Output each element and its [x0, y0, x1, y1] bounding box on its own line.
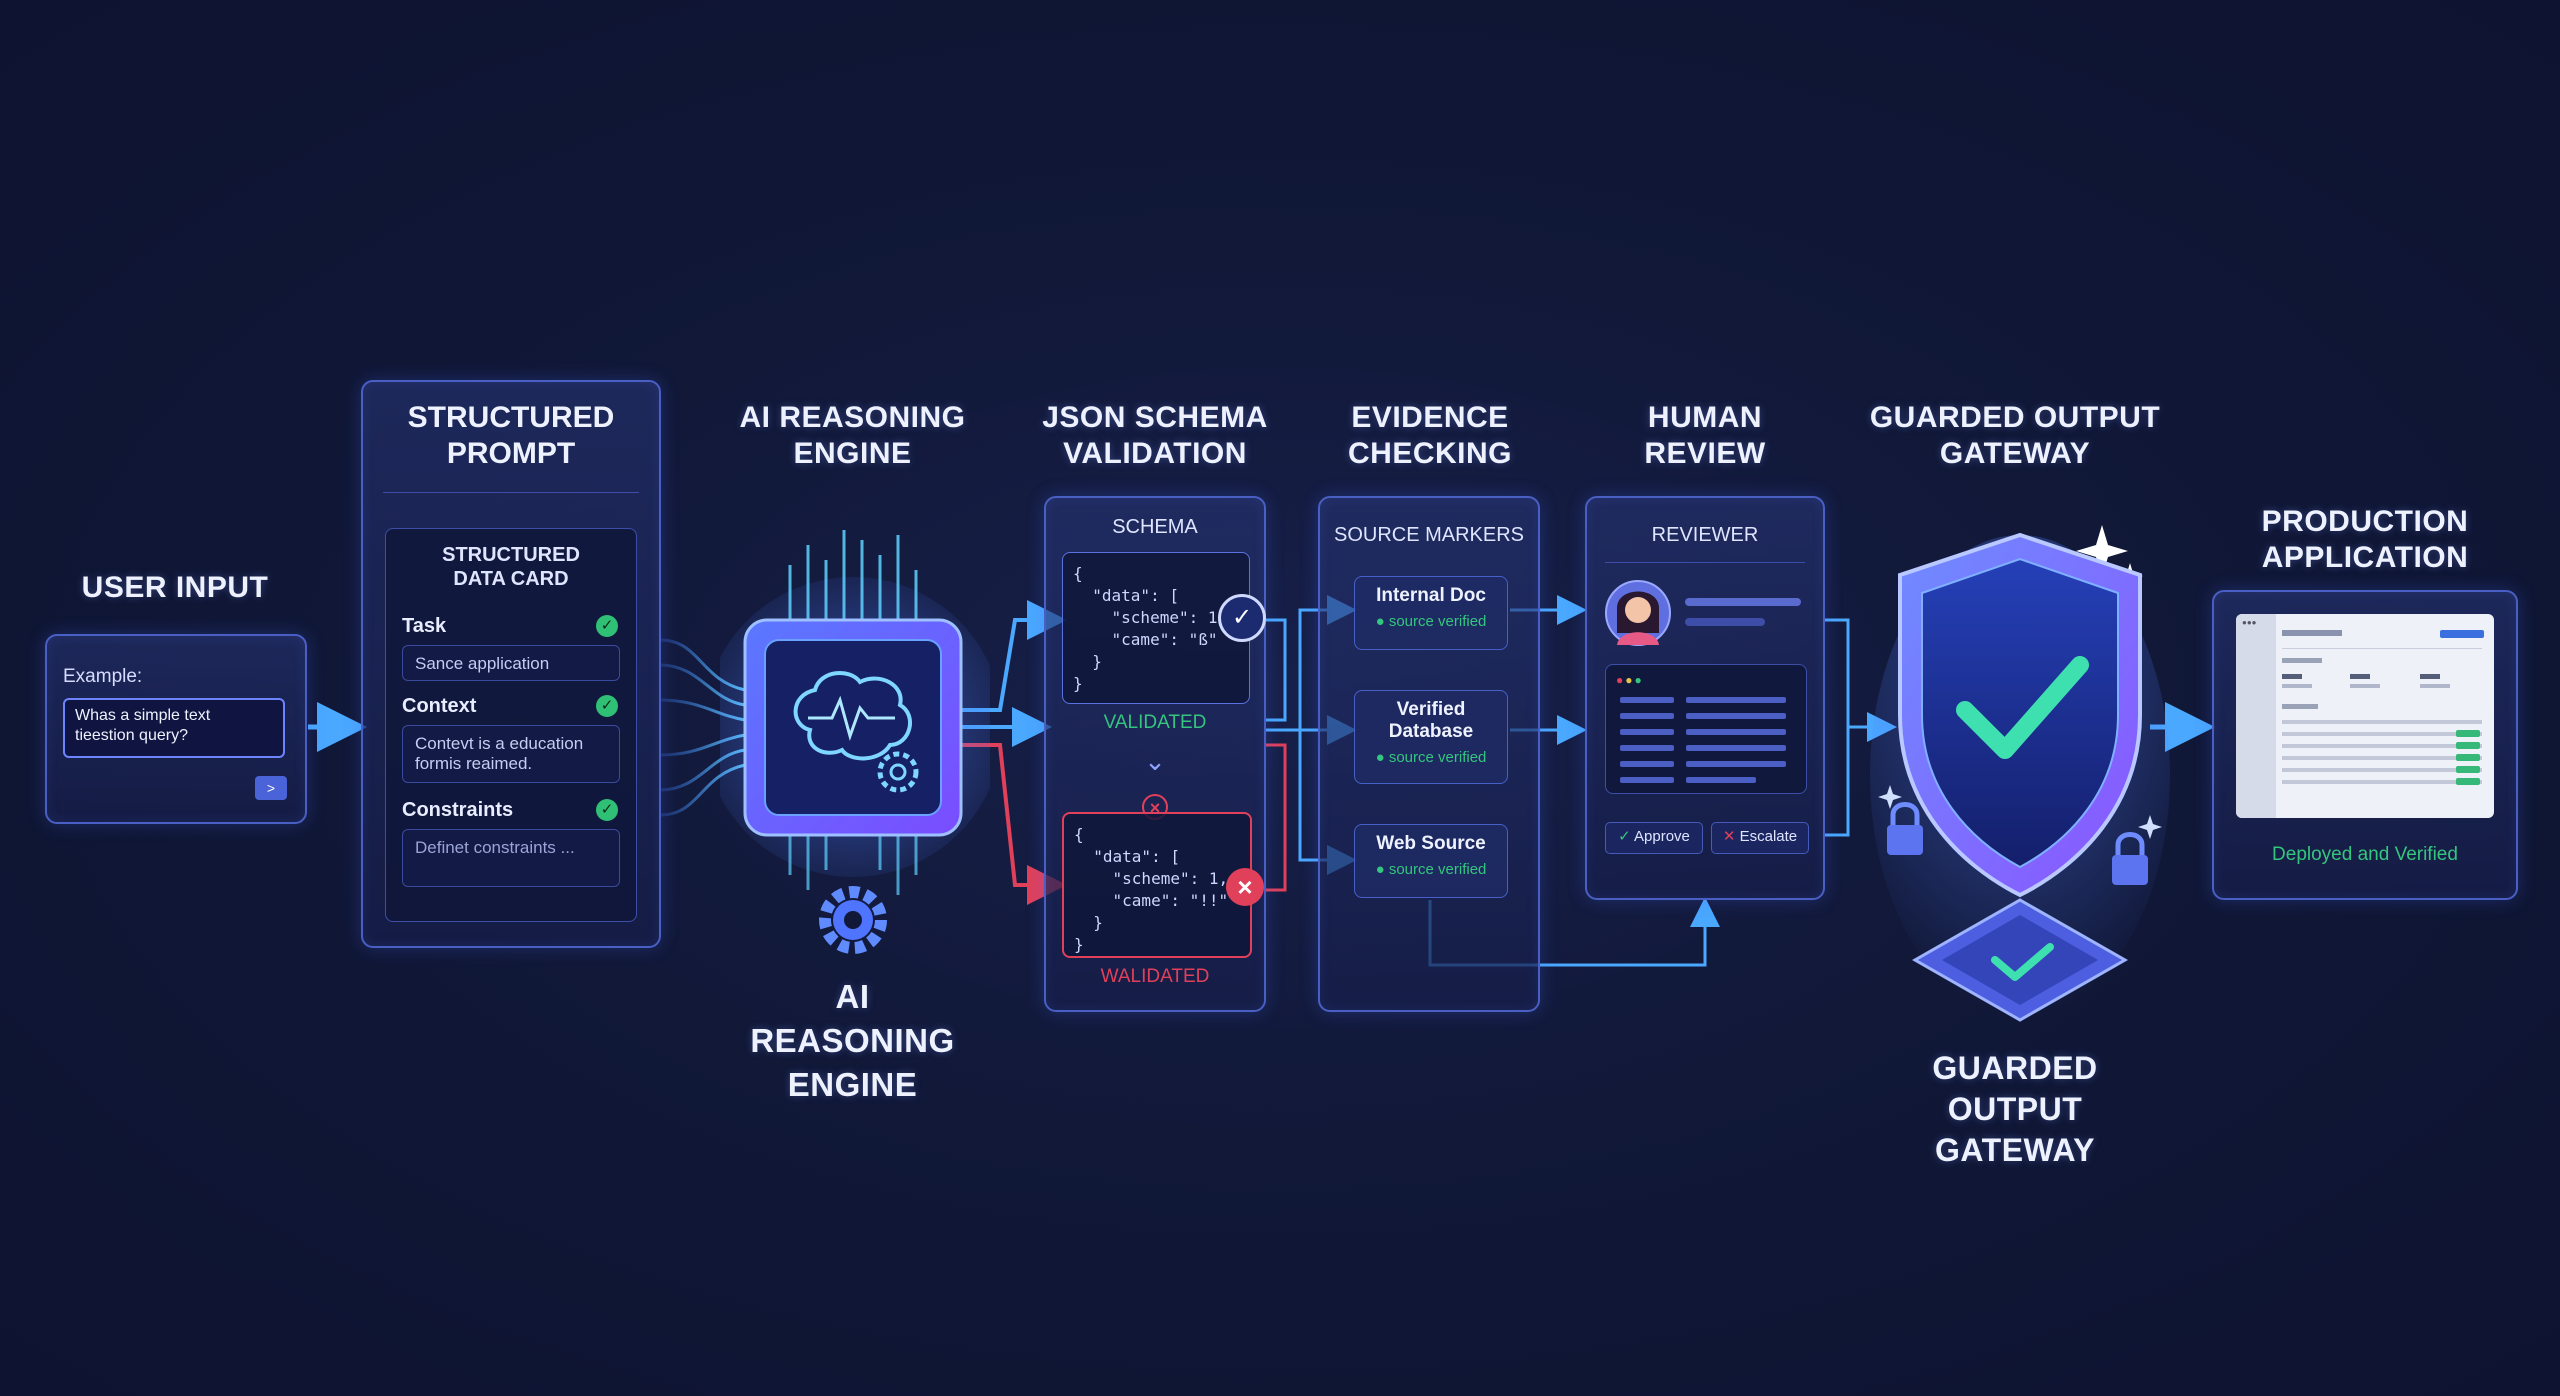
- invalid-json-box: { "data": [ "scheme": 1, "came": "!!" } …: [1062, 812, 1252, 958]
- valid-json-box: { "data": [ "scheme": 1, "came": "ß" } }: [1062, 552, 1250, 704]
- data-card: STRUCTURED DATA CARD Task ✓ Sance applic…: [385, 528, 637, 922]
- reviewer-avatar: [1605, 580, 1671, 646]
- app-window[interactable]: ●●●: [2236, 614, 2494, 818]
- source-status: source verified: [1388, 749, 1487, 766]
- reviewer-label: REVIEWER: [1651, 524, 1759, 546]
- task-check-icon: ✓: [596, 615, 618, 637]
- task-label: Task: [402, 615, 447, 637]
- invalidated-status: WALIDATED: [1100, 966, 1210, 987]
- ai-engine-caption: AI REASONING ENGINE: [750, 978, 955, 1103]
- context-field[interactable]: Contevt is a education formis reaimed.: [402, 725, 620, 783]
- query-input[interactable]: Whas a simple text tieestion query?: [63, 698, 285, 758]
- review-panel: REVIEWER ●●● ✓ Approve ✕ Escalate: [1585, 496, 1825, 900]
- shield-icon: [1870, 525, 2170, 1022]
- user-input-panel: Example: Whas a simple text tieestion qu…: [45, 634, 307, 824]
- reviewer-name-line: [1685, 598, 1801, 606]
- source-name: Verified Database: [1388, 699, 1474, 742]
- production-title: PRODUCTION APPLICATION: [2261, 505, 2469, 574]
- invalid-json-code: { "data": [ "scheme": 1, "came": "!!" } …: [1074, 825, 1229, 954]
- source-internal-doc[interactable]: Internal Doc ● source verified: [1354, 576, 1508, 650]
- check-circle-icon: ●: [1375, 861, 1385, 878]
- task-field[interactable]: Sance application: [402, 645, 620, 681]
- ai-chip-icon: [720, 530, 990, 954]
- gateway-caption: GUARDED OUTPUT GATEWAY: [1932, 1050, 2098, 1168]
- app-sidebar: [2236, 614, 2276, 818]
- query-text: Whas a simple text tieestion query?: [75, 707, 211, 744]
- window-dots: ●●●: [2242, 618, 2257, 627]
- escalate-button[interactable]: ✕ Escalate: [1711, 822, 1809, 854]
- production-panel: ●●● Deployed and Verified: [2212, 590, 2518, 900]
- valid-json-code: { "data": [ "scheme": 1, "came": "ß" } }: [1073, 564, 1227, 693]
- data-card-title: STRUCTURED DATA CARD: [442, 544, 580, 590]
- check-circle-icon: ●: [1375, 613, 1385, 630]
- schema-panel: SCHEMA { "data": [ "scheme": 1, "came": …: [1044, 496, 1266, 1012]
- structured-prompt-panel: STRUCTURED PROMPT STRUCTURED DATA CARD T…: [361, 380, 661, 948]
- window-dots: ●●●: [1616, 673, 1644, 687]
- source-web[interactable]: Web Source ● source verified: [1354, 824, 1508, 898]
- deployed-status: Deployed and Verified: [2272, 844, 2458, 865]
- error-x-icon: ×: [1226, 868, 1264, 906]
- document-lines: [1620, 697, 1786, 783]
- constraints-field[interactable]: Definet constraints ...: [402, 829, 620, 887]
- constraints-label: Constraints: [402, 799, 514, 821]
- gateway-title: GUARDED OUTPUT GATEWAY: [1869, 401, 2161, 470]
- engine-input-wires: [659, 638, 746, 817]
- title-divider: [383, 492, 639, 493]
- source-name: Internal Doc: [1376, 585, 1486, 606]
- evidence-panel: SOURCE MARKERS Internal Doc ● source ver…: [1318, 496, 1540, 1012]
- approve-button[interactable]: ✓ Approve: [1605, 822, 1703, 854]
- context-check-icon: ✓: [596, 695, 618, 717]
- approve-label: Approve: [1634, 828, 1690, 845]
- check-icon: ✓: [1618, 828, 1631, 845]
- reviewer-role-line: [1685, 618, 1765, 626]
- context-label: Context: [402, 695, 477, 717]
- ai-engine-title: AI REASONING ENGINE: [739, 401, 966, 470]
- user-input-title: USER INPUT: [81, 571, 269, 604]
- source-name: Web Source: [1376, 833, 1486, 854]
- x-icon: ✕: [1722, 828, 1736, 845]
- example-label: Example:: [63, 666, 143, 687]
- schema-validation-title: JSON SCHEMA VALIDATION: [1042, 401, 1268, 470]
- human-review-title: HUMAN REVIEW: [1644, 401, 1766, 470]
- evidence-title: EVIDENCE CHECKING: [1347, 401, 1512, 470]
- source-status: source verified: [1388, 861, 1487, 878]
- review-document: ●●●: [1605, 664, 1807, 794]
- source-markers-label: SOURCE MARKERS: [1333, 524, 1525, 546]
- structured-prompt-title: STRUCTURED PROMPT: [407, 401, 615, 470]
- valid-check-icon: ✓: [1218, 594, 1266, 642]
- chevron-down-icon: ⌄: [1144, 746, 1166, 776]
- constraints-check-icon: ✓: [596, 799, 618, 821]
- source-verified-database[interactable]: Verified Database ● source verified: [1354, 690, 1508, 784]
- check-circle-icon: ●: [1375, 749, 1385, 766]
- send-button[interactable]: >: [255, 776, 287, 800]
- source-status: source verified: [1388, 613, 1487, 630]
- validated-status: VALIDATED: [1103, 712, 1207, 733]
- schema-label: SCHEMA: [1112, 516, 1198, 538]
- dashboard-mockup: [2282, 630, 2484, 785]
- title-divider: [1605, 562, 1805, 563]
- escalate-label: Escalate: [1739, 828, 1798, 845]
